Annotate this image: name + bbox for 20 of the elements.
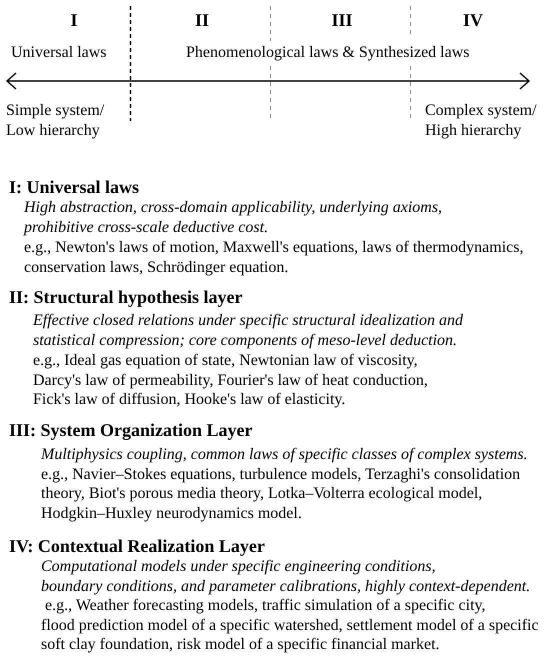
region-numeral: II [195, 9, 209, 31]
section-heading: II: Structural hypothesis layer [9, 286, 242, 308]
examples-text: e.g., Newton's laws of motion, Maxwell's equations, laws of thermodynamics, conservation laws, Schrödinger equation. [24, 238, 524, 278]
section-heading: III: System Organization Layer [9, 419, 252, 441]
section-heading: I: Universal laws [9, 176, 139, 198]
region-numeral: IV [463, 9, 483, 31]
description-text: Multiphysics coupling, common laws of specific classes of complex systems. [41, 445, 528, 465]
region-numeral: I [70, 9, 78, 31]
scale-end-label: Complex system/ High hierarchy [425, 101, 537, 141]
examples-text: e.g., Weather forecasting models, traffic simulation of a specific city, flood prediction model of a specific watershed, settlement model of a specific soft clay foundation, risk model of a specific financial market. [41, 596, 539, 656]
scale-end-label: Simple system/ Low hierarchy [6, 101, 104, 141]
law-type-label: Universal laws [11, 43, 107, 63]
description-text: High abstraction, cross-domain applicability, underlying axioms, prohibitive cross-scale deductive cost. [24, 198, 442, 238]
law-type-label: Phenomenological laws & Synthesized laws [186, 43, 470, 63]
description-text: Effective closed relations under specific structural idealization and statistical compression; core components of meso-level deduction. [33, 311, 463, 350]
examples-text: e.g., Ideal gas equation of state, Newtonian law of viscosity, Darcy's law of permeability, Fourier's law of heat conduction, Fick's law of diffusion, Hooke's law of elasticity. [33, 351, 428, 410]
description-text: Computational models under specific engineering conditions, boundary conditions, and parameter calibrations, highly context-dependent. [41, 557, 530, 596]
section-heading: IV: Contextual Realization Layer [9, 535, 265, 557]
examples-text: e.g., Navier–Stokes equations, turbulence models, Terzaghi's consolidation theory, Biot's porous media theory, Lotka–Volterra ecological model, Hodgkin–Huxley neurodynamics model. [41, 464, 520, 524]
region-numeral: III [332, 9, 352, 31]
